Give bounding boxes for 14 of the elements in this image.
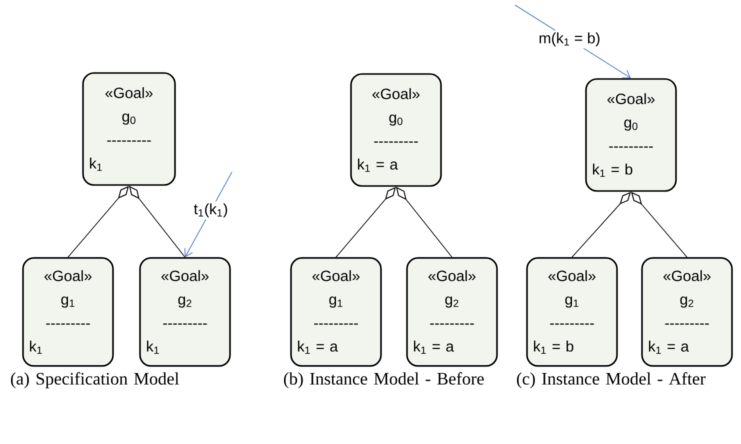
subfigure-caption: (c) Instance Model - After [516,372,706,388]
goal-box: «Goal» g$_{1}$ --------- k$_{1}$ = a [290,257,382,367]
edge-label: m(k$_{1}$ = b) [540,32,600,46]
goal-box: «Goal» g$_{1}$ --------- k$_{1}$ [22,257,114,367]
goal-box: «Goal» g$_{2}$ --------- k$_{1}$ = a [406,257,498,367]
edge-label: t$_{1}$(k$_{1}$) [194,203,228,218]
goal-box: «Goal» g$_{2}$ --------- k$_{1}$ [139,257,231,367]
goal-box: «Goal» g$_{1}$ --------- k$_{1}$ = b [526,257,618,367]
goal-box: «Goal» g$_{0}$ --------- k$_{1}$ = a [350,73,442,187]
subfigure-caption: (a) Specification Model [10,372,179,388]
goal-box: «Goal» g$_{2}$ --------- k$_{1}$ = a [641,257,733,367]
goal-box: «Goal» g$_{0}$ --------- k$_{1}$ [82,72,176,186]
goal-box: «Goal» g$_{0}$ --------- k$_{1}$ = b [585,78,677,192]
subfigure-caption: (b) Instance Model - Before [284,372,484,388]
